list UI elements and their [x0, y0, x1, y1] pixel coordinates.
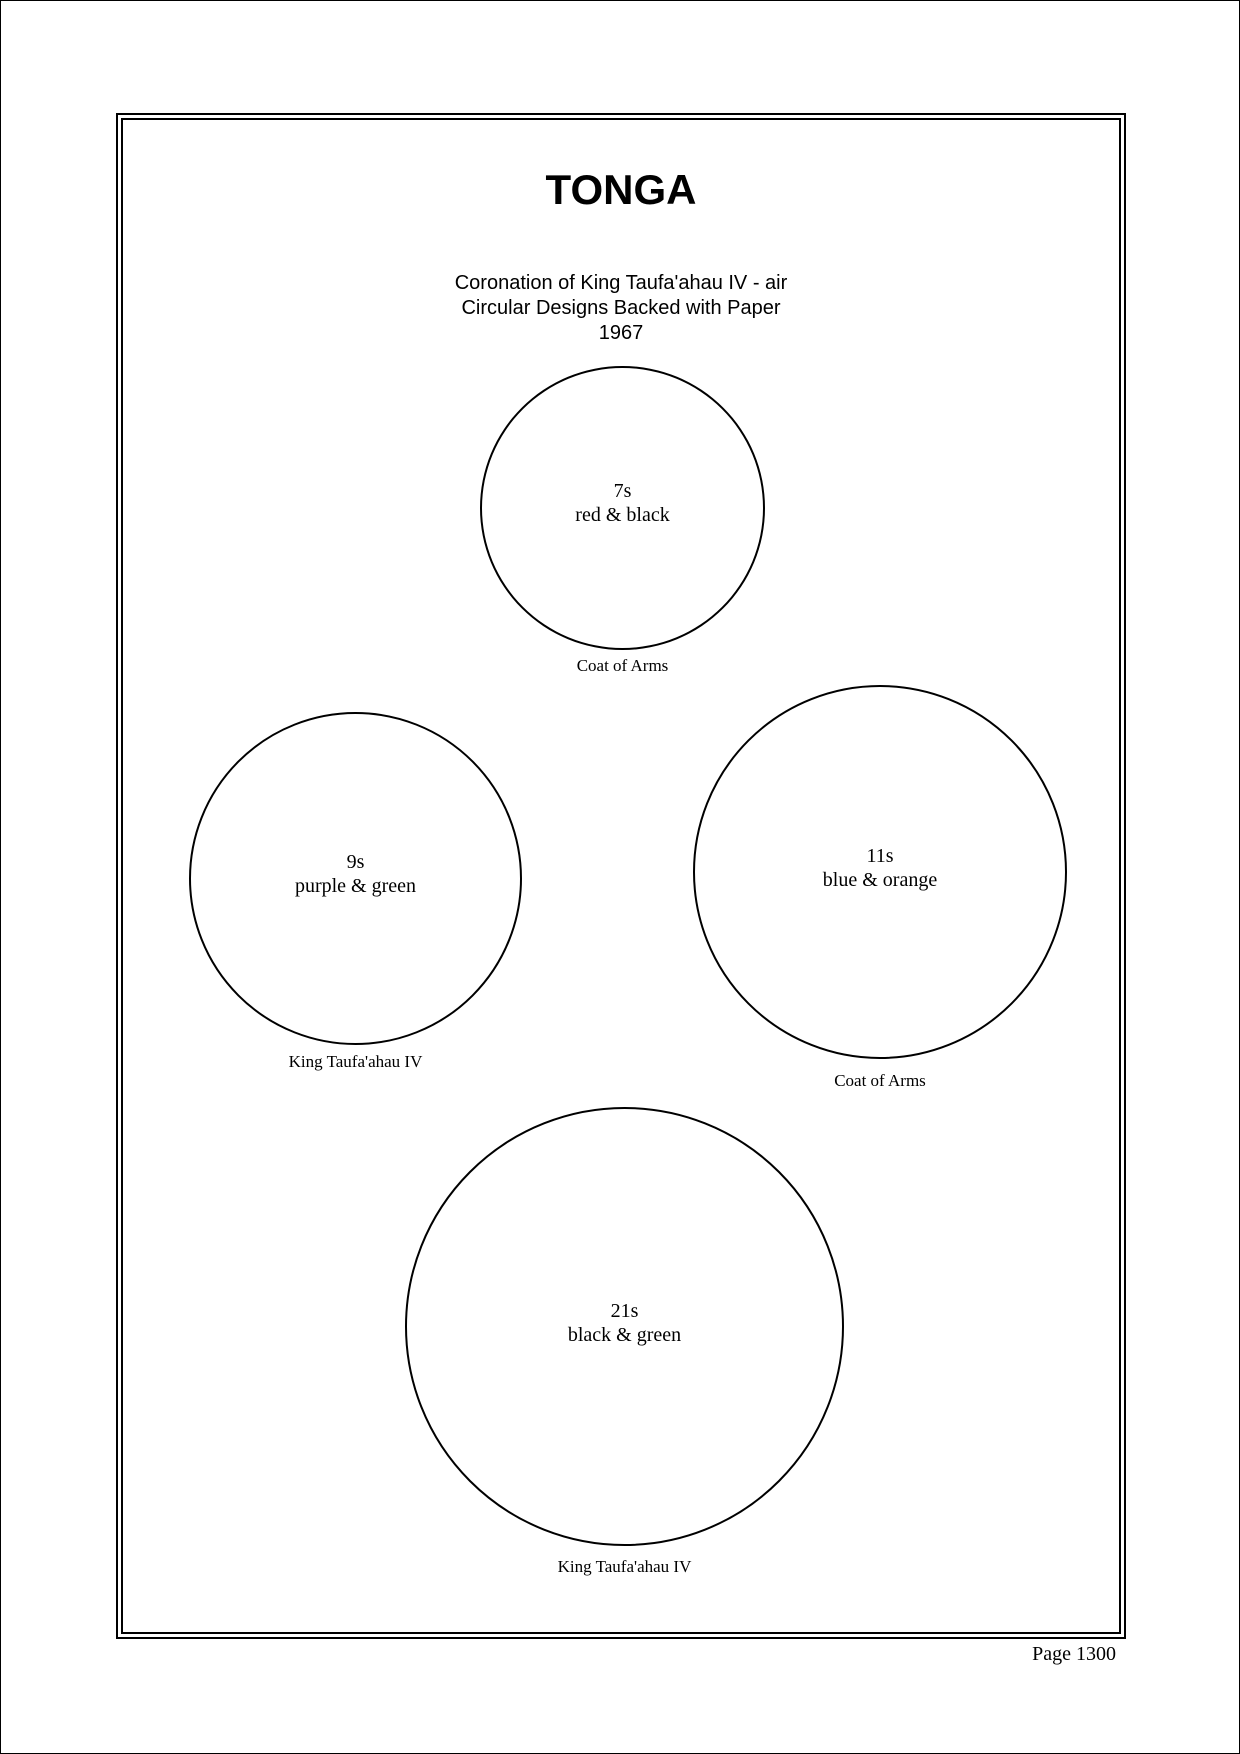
stamp-colours: purple & green: [294, 875, 417, 897]
page-title: TONGA: [545, 166, 697, 213]
stamp-caption: King Taufa'ahau IV: [557, 1557, 692, 1576]
stamp-space-21s[interactable]: [405, 1107, 844, 1546]
stamp-caption: King Taufa'ahau IV: [288, 1052, 423, 1071]
issue-year: 1967: [598, 322, 644, 344]
stamp-colours: blue & orange: [822, 869, 938, 891]
stamp-value: 21s: [610, 1300, 639, 1322]
stamp-space-9s[interactable]: [189, 712, 522, 1045]
stamp-space-7s[interactable]: [480, 366, 765, 650]
stamp-colours: black & green: [567, 1324, 682, 1346]
stamp-caption: Coat of Arms: [576, 656, 669, 675]
page-frame-inner: [121, 118, 1121, 1634]
stamp-space-11s[interactable]: [693, 685, 1067, 1059]
issue-title: Coronation of King Taufa'ahau IV - air: [454, 272, 788, 294]
page-frame-outer: [116, 113, 1126, 1639]
stamp-value: 9s: [346, 851, 365, 873]
stamp-value: 7s: [613, 480, 632, 502]
stamp-colours: red & black: [575, 504, 670, 526]
stamp-value: 11s: [866, 845, 894, 867]
issue-description: Circular Designs Backed with Paper: [461, 297, 781, 319]
page-number: Page 1300: [1032, 1643, 1116, 1665]
stamp-caption: Coat of Arms: [834, 1071, 926, 1090]
